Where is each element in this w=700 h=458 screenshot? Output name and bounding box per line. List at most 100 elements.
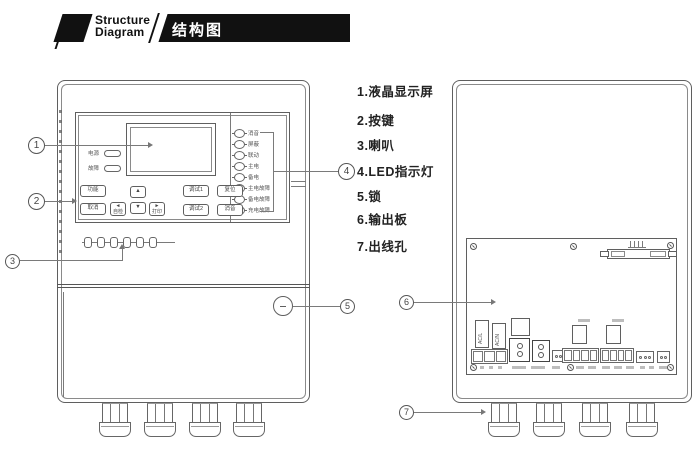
status-light-label-power: 电源 xyxy=(88,151,100,157)
hinge-ticks xyxy=(59,110,62,258)
right-button: ►打印 xyxy=(149,202,165,216)
reset-button: 复位 xyxy=(217,185,243,197)
callout-2-arrow xyxy=(72,198,77,204)
silkscreen-mark xyxy=(480,366,484,369)
switch-block-backup xyxy=(509,338,530,362)
silkscreen-mark xyxy=(649,366,654,369)
led-label: 联动 xyxy=(248,153,260,159)
connector-pin xyxy=(642,241,643,247)
back-cabinet-inner-line xyxy=(456,84,688,399)
door-seam-bottom xyxy=(57,287,310,288)
led-label: 屏蔽 xyxy=(248,142,260,148)
relay-left-marking xyxy=(578,319,590,322)
cable-gland xyxy=(626,403,658,437)
cancel-button: 取消 xyxy=(80,203,106,215)
callout-2-line xyxy=(45,201,73,202)
callout-2: 2 xyxy=(28,193,45,210)
banner-right-box xyxy=(200,14,350,42)
led-icon xyxy=(232,161,247,171)
callout-7-arrow xyxy=(481,409,486,415)
status-light-label-fault: 故障 xyxy=(88,166,100,172)
legend-item-7: 7.出线孔 xyxy=(357,240,408,254)
panel-step-line-bottom xyxy=(291,186,306,187)
silkscreen-mark xyxy=(640,366,645,369)
fault-indicator xyxy=(104,165,121,172)
connector-2pin-right xyxy=(657,351,670,363)
screw-icon xyxy=(570,243,577,250)
control-panel-inner-line xyxy=(78,115,287,220)
callout-6-line xyxy=(414,302,492,303)
callout-7-line xyxy=(414,412,482,413)
header-title-en: Structure Diagram xyxy=(95,14,150,38)
connector-pin-base xyxy=(628,247,646,248)
right-arrow-icon: ► xyxy=(154,202,160,209)
cable-gland xyxy=(144,403,176,437)
lock xyxy=(273,296,293,316)
led-icon xyxy=(232,139,247,149)
connector-stub-left xyxy=(600,251,609,257)
callout-6: 6 xyxy=(399,295,414,310)
speaker-bead xyxy=(97,237,105,248)
transformer-block xyxy=(511,318,530,336)
callout-4-bracket-bottom xyxy=(260,211,273,212)
led-icon xyxy=(232,172,247,182)
connector-stub-right xyxy=(668,251,677,257)
down-button: ▼ xyxy=(130,202,146,214)
header-title-en-line2: Diagram xyxy=(95,25,145,39)
callout-4-line xyxy=(274,171,338,172)
lock-keyhole xyxy=(280,306,286,307)
screw-icon xyxy=(470,243,477,250)
speaker-bead xyxy=(149,237,157,248)
legend-item-2: 2.按键 xyxy=(357,114,395,128)
speaker-bead xyxy=(84,237,92,248)
relay-right xyxy=(606,325,621,344)
legend-item-5: 5.锁 xyxy=(357,190,382,204)
callout-5-line xyxy=(293,306,340,307)
led-icon xyxy=(232,150,247,160)
connector-pin xyxy=(634,241,635,247)
callout-3-line-vertical xyxy=(122,248,123,261)
fuse-holder-right xyxy=(492,323,506,349)
silkscreen-mark xyxy=(512,366,526,369)
door-seam-top xyxy=(57,284,310,285)
function-button: 功能 xyxy=(80,185,106,197)
silkscreen-mark xyxy=(498,366,502,369)
silkscreen-mark xyxy=(552,366,560,369)
led-label: 充电故障 xyxy=(248,208,271,214)
cable-gland xyxy=(99,403,131,437)
terminal-block-output2 xyxy=(600,348,634,363)
led-label: 消音 xyxy=(248,131,260,137)
power-indicator xyxy=(104,150,121,157)
legend-item-4: 4.LED指示灯 xyxy=(357,165,434,179)
led-label: 备电故障 xyxy=(248,197,271,203)
cable-gland xyxy=(579,403,611,437)
legend-item-6: 6.输出板 xyxy=(357,213,408,227)
cable-gland xyxy=(533,403,565,437)
relay-left xyxy=(572,325,587,344)
screw-icon xyxy=(470,364,477,371)
connector-pin xyxy=(630,241,631,247)
connector-plug-left xyxy=(611,251,625,257)
terminal-block-output1 xyxy=(562,348,599,363)
header-title-en-line1: Structure xyxy=(95,13,151,27)
door-left-lip xyxy=(63,292,64,397)
speaker-bead xyxy=(110,237,118,248)
screw-icon xyxy=(567,364,574,371)
panel-step-line-top xyxy=(291,181,306,182)
speaker-bead xyxy=(136,237,144,248)
silkscreen-mark xyxy=(588,366,596,369)
left-arrow-icon: ◄ xyxy=(115,202,121,209)
callout-7: 7 xyxy=(399,405,414,420)
test2-button: 调试2 xyxy=(183,204,209,216)
connector-plug-right xyxy=(650,251,666,257)
banner-left-parallelogram xyxy=(53,14,93,42)
callout-4-bracket xyxy=(273,132,274,212)
left-button: ◄自检 xyxy=(110,202,126,216)
lcd-screen-inner xyxy=(130,127,212,172)
relay-right-marking xyxy=(612,319,624,322)
terminal-block-power xyxy=(471,349,508,364)
callout-5: 5 xyxy=(340,299,355,314)
fuse-left-label: AC/L xyxy=(478,332,484,344)
fuse-holder-left xyxy=(475,320,489,348)
cable-gland xyxy=(189,403,221,437)
